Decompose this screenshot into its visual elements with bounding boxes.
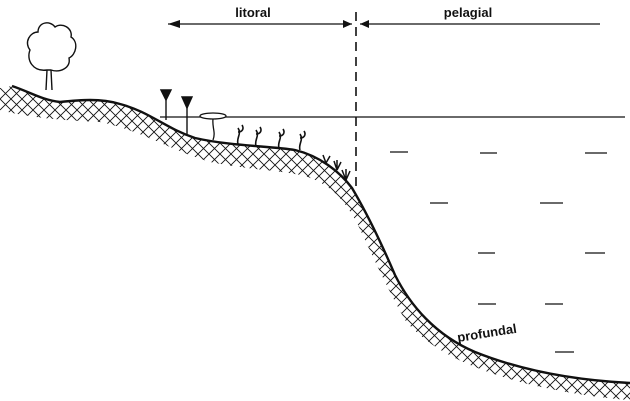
profundal-label: profundal (456, 321, 518, 345)
bottom-plant-icon (322, 154, 351, 181)
substrate-lower-mask (0, 110, 630, 401)
litoral-arrow (168, 20, 352, 28)
pelagial-arrow (360, 20, 600, 28)
tree-icon (26, 22, 77, 91)
shore-profile-line (11, 84, 630, 385)
water-dashes (390, 151, 607, 353)
submerged-plant-icon (236, 124, 306, 151)
floating-leaf-icon (199, 112, 227, 141)
litoral-label: litoral (235, 5, 270, 20)
pelagial-label: pelagial (444, 5, 492, 20)
emergent-plant-icon (159, 89, 194, 136)
